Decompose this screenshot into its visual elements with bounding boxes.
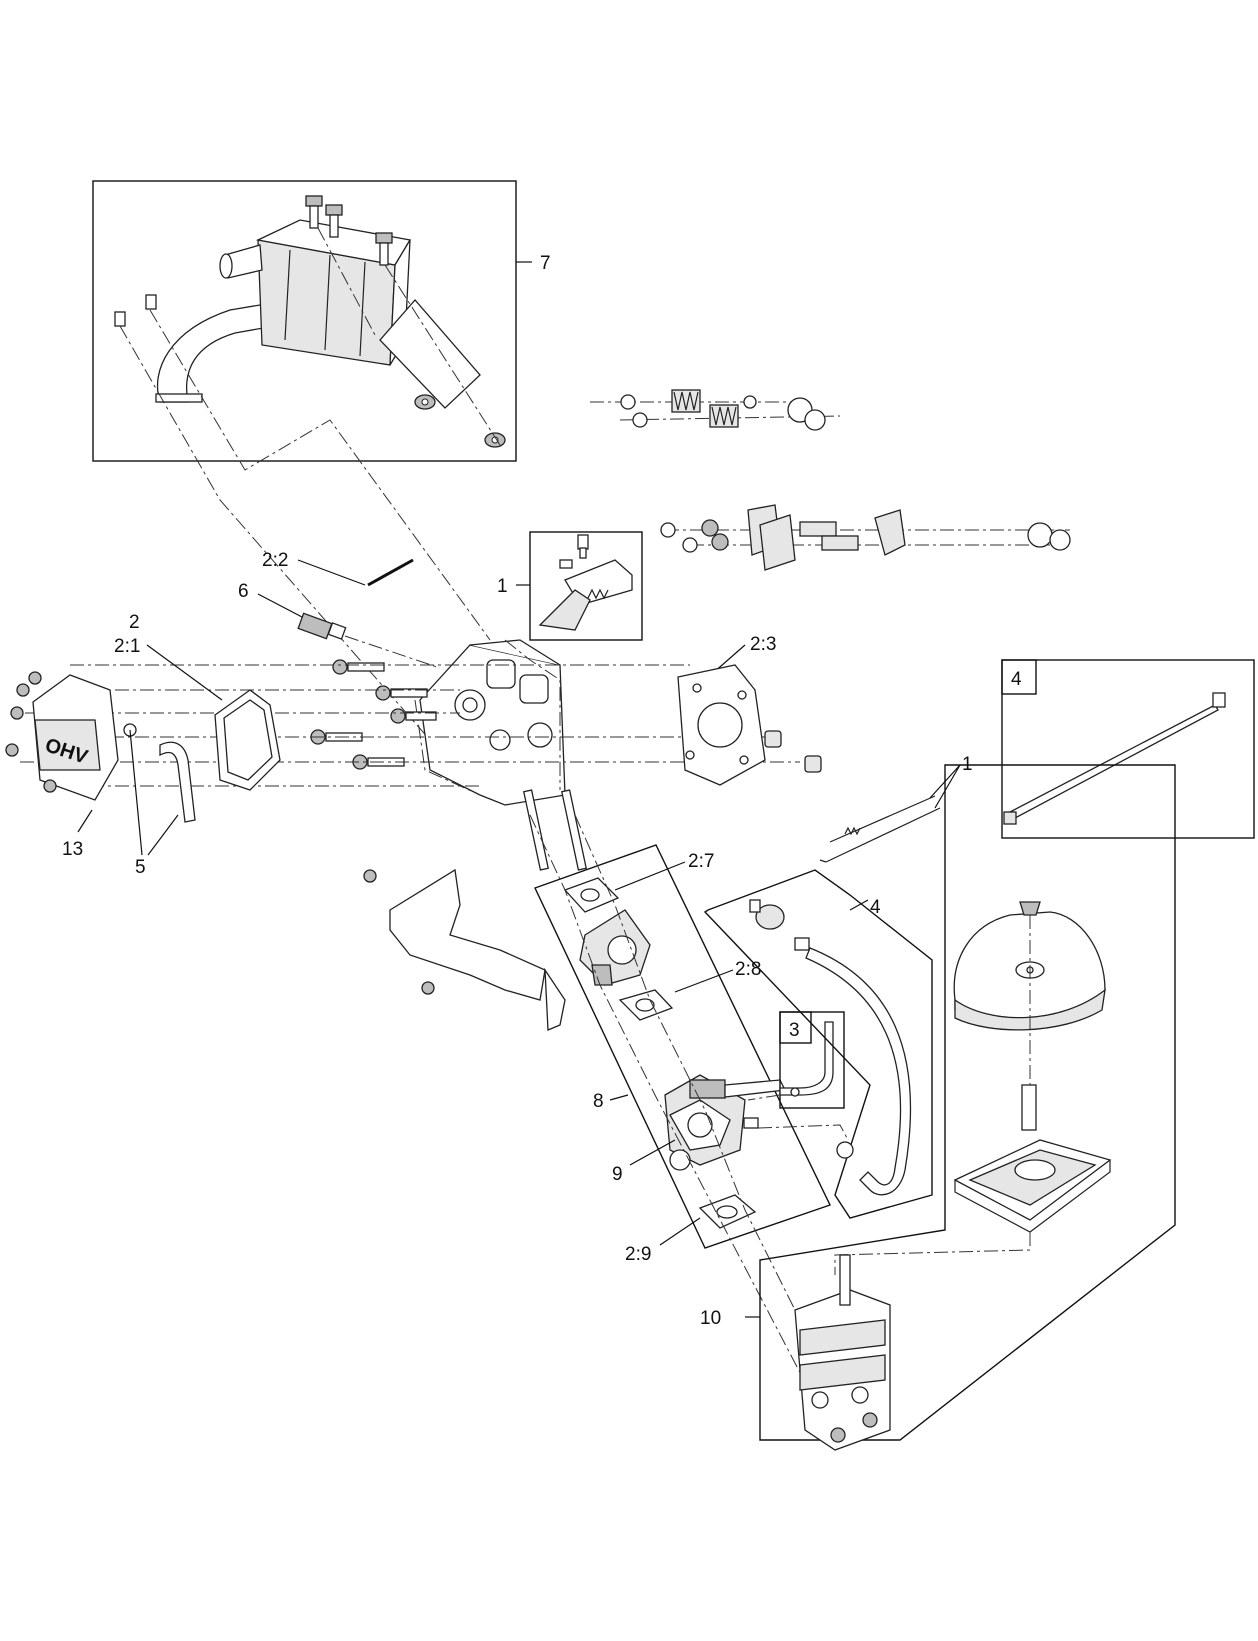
gasket-2-9: 2:9 [625,1194,757,1265]
bolt-icon [305,195,323,229]
nut-icon [830,1427,846,1443]
valve-cover-group: 2 2:1 [114,612,281,791]
callout-6: 6 [238,581,249,602]
bolt-icon [363,869,377,883]
cable-tie-icon [1003,692,1226,825]
control-rod: 1 [819,754,973,863]
nut-icon [414,394,436,410]
bolt-icon [28,671,42,685]
throttle-lever-icon [538,534,633,631]
bolt-icon [16,683,30,697]
fuel-hose-box: 3 [779,1011,845,1109]
gasket-icon [618,989,674,1021]
cable-tie-box: 4 [1001,659,1255,839]
spring-icon [587,588,609,600]
callout-2-2: 2:2 [262,550,288,571]
bolt-icon [325,204,343,238]
gasket-icon [563,877,620,913]
gasket-2-7: 2:7 [563,851,714,913]
callout-3-box: 3 [789,1020,800,1041]
callout-10: 10 [700,1308,721,1329]
bolt-icon [43,779,57,793]
insulator-icon [579,909,651,986]
callout-8: 8 [593,1091,604,1112]
callout-2-7: 2:7 [688,851,714,872]
nut-icon [114,311,126,327]
callout-5: 5 [135,857,146,878]
bolt-icon [375,685,428,701]
fuel-line-box: 4 [703,869,933,1219]
muffler-box: 7 [92,180,551,462]
intake-studs [523,789,587,871]
carburetor-box: 8 [534,844,831,1249]
bolt-icon [10,706,24,720]
valve-cover-icon: OHV [5,671,119,801]
callout-7: 7 [540,253,551,274]
bolt-icon [421,981,435,995]
air-filter-icon [953,901,1112,1233]
nut-icon [764,730,782,748]
spring-icon [844,826,861,836]
nut-icon [862,1412,878,1428]
fuel-line-icon [749,899,912,1196]
bolt-icon [5,743,19,757]
spark-plug-icon [297,612,347,640]
gasket-icon [214,689,281,791]
bolt-icon [375,232,393,266]
breather-hose [123,723,196,823]
spark-plug: 6 [238,581,441,669]
muffler-icon [155,219,481,409]
throttle-box: 1 [497,531,643,641]
callout-2-9: 2:9 [625,1244,651,1265]
bolt-icon [332,659,385,675]
callout-2: 2 [129,612,140,633]
callout-4-box: 4 [1011,669,1022,690]
valve-train [590,389,841,431]
heat-shield-icon [363,868,566,1031]
spring-icon [671,389,739,428]
callout-2-8: 2:8 [735,959,761,980]
air-filter-box: 10 [700,764,1176,1441]
callout-4: 4 [870,897,881,918]
gasket-icon [677,664,766,786]
rocker-arms [660,504,1071,571]
gasket-2-2: 2:2 [262,550,414,587]
cylinder-block-icon [794,1254,891,1451]
callout-2-1: 2:1 [114,636,140,657]
nut-icon [145,294,157,310]
callout-13: 13 [62,839,83,860]
nut-icon [484,432,506,448]
head-gasket-2-3: 2:3 [677,634,822,786]
gasket-icon [698,1194,757,1229]
callout-2-3: 2:3 [750,634,776,655]
nut-icon [804,755,822,773]
carburetor-icon [664,1074,786,1171]
muffler-bolts [114,195,506,448]
callout-1-top: 1 [497,576,508,597]
callout-9: 9 [612,1164,623,1185]
head-bolts [310,659,437,770]
cylinder-head-icon [414,639,566,806]
